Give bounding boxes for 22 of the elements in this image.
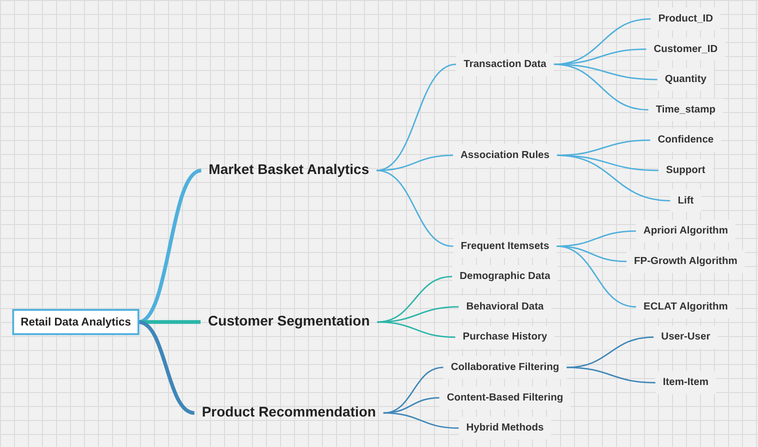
node-box: Retail Data Analytics (12, 308, 140, 336)
connector (566, 336, 654, 368)
connector (138, 320, 195, 415)
connector (554, 64, 648, 111)
node-text: Product Recommendation (202, 404, 376, 420)
connector (377, 321, 456, 338)
connector (138, 320, 201, 324)
connector (376, 170, 454, 247)
connector (556, 154, 670, 202)
connector (566, 366, 656, 384)
connector (383, 412, 459, 429)
connector (383, 397, 440, 414)
connector (377, 276, 452, 323)
node-box: Association Rules (453, 144, 557, 167)
node-text: Customer Segmentation (208, 313, 370, 330)
connector (383, 366, 444, 414)
connector (138, 168, 202, 324)
node-box: Support (658, 159, 713, 182)
connector (376, 64, 456, 172)
connector (376, 154, 454, 172)
node-text: Market Basket Analytics (208, 162, 370, 178)
connector (556, 246, 636, 308)
